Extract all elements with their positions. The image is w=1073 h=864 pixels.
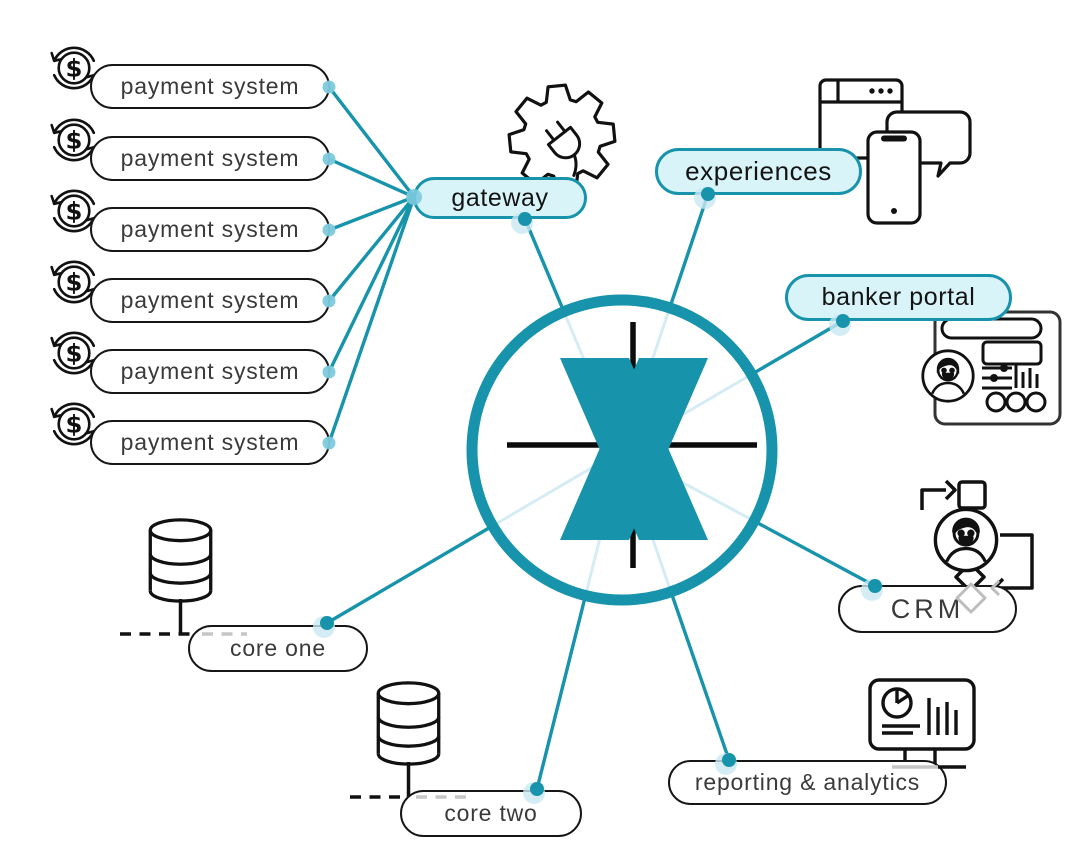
node-label: core one — [230, 635, 326, 661]
node-label: payment system — [120, 429, 300, 455]
node-pill-banker-portal: banker portal — [785, 274, 1012, 321]
hub-circle-fill — [471, 299, 773, 601]
node-pill-crm: CRM — [838, 585, 1017, 633]
node-pill-core-one: core one — [188, 625, 368, 672]
database-icon — [120, 518, 213, 636]
node-label: core two — [444, 800, 538, 826]
hub-inner-rays — [491, 307, 755, 596]
node-label: payment system — [120, 216, 300, 242]
node-pill-payment-system-2: payment system — [90, 136, 330, 181]
avatar — [933, 507, 999, 573]
database-icon — [350, 681, 441, 799]
node-pill-payment-system-6: payment system — [90, 420, 330, 465]
avatar — [921, 349, 975, 403]
node-pill-gateway: gateway — [413, 177, 587, 219]
node-label: payment system — [120, 145, 300, 171]
banker-dashboard-icon — [921, 310, 1062, 426]
gear-plug-icon — [507, 83, 617, 193]
node-pill-payment-system-3: payment system — [90, 207, 330, 252]
workflow-person-icon — [920, 479, 1034, 599]
node-label: experiences — [685, 156, 832, 186]
node-pill-payment-system-1: payment system — [90, 64, 330, 109]
hub-ring — [466, 294, 778, 606]
node-label: payment system — [120, 287, 300, 313]
node-label: gateway — [451, 183, 549, 212]
node-label: payment system — [120, 73, 300, 99]
node-pill-core-two: core two — [400, 790, 582, 837]
node-label: banker portal — [821, 283, 976, 311]
node-pill-payment-system-4: payment system — [90, 278, 330, 323]
node-label: payment system — [120, 358, 300, 384]
hub-x-logo — [560, 358, 708, 540]
node-pill-reporting-analytics: reporting & analytics — [668, 760, 947, 805]
node-pill-payment-system-5: payment system — [90, 349, 330, 394]
browser-window-icon — [818, 78, 904, 160]
node-pill-experiences: experiences — [655, 148, 862, 195]
chat-bubble-icon — [885, 110, 972, 178]
smartphone-icon — [866, 130, 922, 225]
monitor-analytics-icon — [868, 678, 976, 767]
hub-x-logo — [560, 358, 708, 540]
node-label: reporting & analytics — [694, 769, 921, 795]
node-label: CRM — [890, 593, 965, 624]
